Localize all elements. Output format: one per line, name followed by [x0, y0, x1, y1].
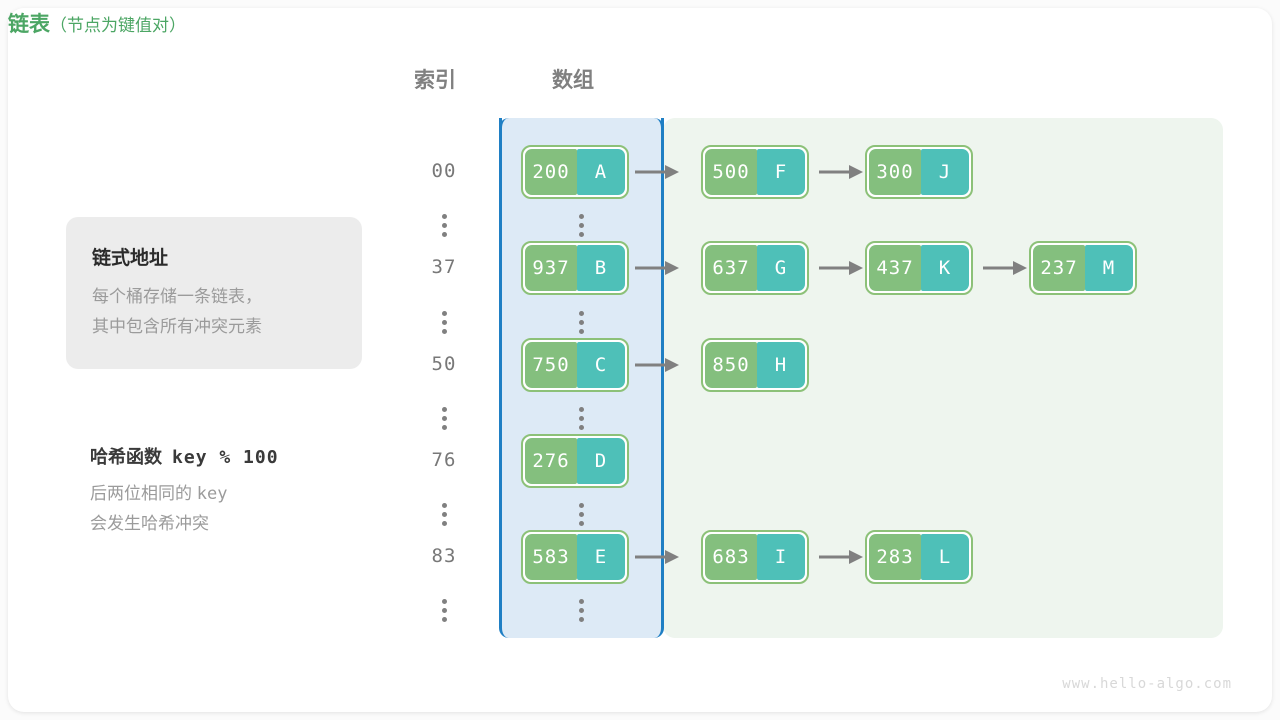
kv-node-value: I [757, 534, 805, 580]
bucket-index-label: 76 [431, 449, 457, 471]
watermark: www.hello-algo.com [1062, 676, 1232, 692]
column-header-linkedlist-sub: （节点为键值对） [50, 16, 186, 35]
bucket-index-label: 50 [431, 353, 457, 375]
kv-node-key: 850 [705, 342, 757, 388]
array-ellipsis-icon [551, 210, 611, 241]
kv-node-key: 683 [705, 534, 757, 580]
kv-node-key: 276 [525, 438, 577, 484]
array-ellipsis-icon [551, 307, 611, 338]
kv-node-key: 437 [869, 245, 921, 291]
bucket-index-label: 37 [431, 256, 457, 278]
index-ellipsis-icon [414, 595, 474, 626]
kv-node-key: 637 [705, 245, 757, 291]
diagram-card: 索引 数组 链表 （节点为键值对） 链式地址 每个桶存储一条链表， 其中包含所有… [8, 8, 1272, 712]
kv-node-value: L [921, 534, 969, 580]
array-ellipsis-icon [551, 595, 611, 626]
index-ellipsis-icon [414, 307, 474, 338]
column-header-index: 索引 [414, 69, 456, 92]
kv-node-key: 283 [869, 534, 921, 580]
chain-arrow-icon [633, 145, 681, 199]
index-ellipsis-icon [414, 210, 474, 241]
kv-node-value: C [577, 342, 625, 388]
hash-note-line-1-mono: key [196, 484, 228, 504]
kv-node-value: G [757, 245, 805, 291]
kv-node-key: 937 [525, 245, 577, 291]
chain-arrow-icon [817, 530, 865, 584]
info-box-body: 每个桶存储一条链表， 其中包含所有冲突元素 [92, 282, 262, 342]
array-ellipsis-icon [551, 403, 611, 434]
kv-node-key: 500 [705, 149, 757, 195]
chain-arrow-icon [817, 241, 865, 295]
kv-node-value: M [1085, 245, 1133, 291]
hash-function-label: 哈希函数 [90, 447, 162, 467]
chain-arrow-icon [633, 338, 681, 392]
bucket-index-label: 83 [431, 545, 457, 567]
column-header-linkedlist: 链表 （节点为键值对） [8, 8, 1272, 38]
kv-node-value: B [577, 245, 625, 291]
kv-node-key: 300 [869, 149, 921, 195]
hash-function-body: 后两位相同的 key 会发生哈希冲突 [90, 479, 420, 539]
column-header-linkedlist-main: 链表 [8, 13, 50, 36]
hash-note-line-1-text: 后两位相同的 [90, 484, 192, 503]
index-ellipsis-icon [414, 403, 474, 434]
kv-node-key: 200 [525, 149, 577, 195]
hash-note-line-2: 会发生哈希冲突 [90, 514, 209, 533]
column-header-array: 数组 [552, 69, 594, 92]
kv-node-key: 750 [525, 342, 577, 388]
kv-node-value: H [757, 342, 805, 388]
bucket-index-label: 00 [431, 160, 457, 182]
index-ellipsis-icon [414, 499, 474, 530]
chain-arrow-icon [633, 530, 681, 584]
kv-node-value: J [921, 149, 969, 195]
info-box-line-1: 每个桶存储一条链表， [92, 287, 262, 306]
kv-node-value: D [577, 438, 625, 484]
hash-function-expression: key % 100 [172, 447, 279, 468]
info-box-title: 链式地址 [92, 248, 169, 269]
kv-node-key: 237 [1033, 245, 1085, 291]
kv-node-key: 583 [525, 534, 577, 580]
kv-node-value: K [921, 245, 969, 291]
chain-arrow-icon [817, 145, 865, 199]
kv-node-value: F [757, 149, 805, 195]
kv-node-value: A [577, 149, 625, 195]
chain-arrow-icon [633, 241, 681, 295]
info-box-line-2: 其中包含所有冲突元素 [92, 317, 262, 336]
array-ellipsis-icon [551, 499, 611, 530]
hash-note-line-1: 后两位相同的 key [90, 479, 420, 509]
info-box-chaining: 链式地址 每个桶存储一条链表， 其中包含所有冲突元素 [66, 217, 362, 369]
chain-arrow-icon [981, 241, 1029, 295]
hash-function-title: 哈希函数 key % 100 [90, 443, 420, 469]
hash-function-note: 哈希函数 key % 100 后两位相同的 key 会发生哈希冲突 [90, 443, 420, 539]
kv-node-value: E [577, 534, 625, 580]
